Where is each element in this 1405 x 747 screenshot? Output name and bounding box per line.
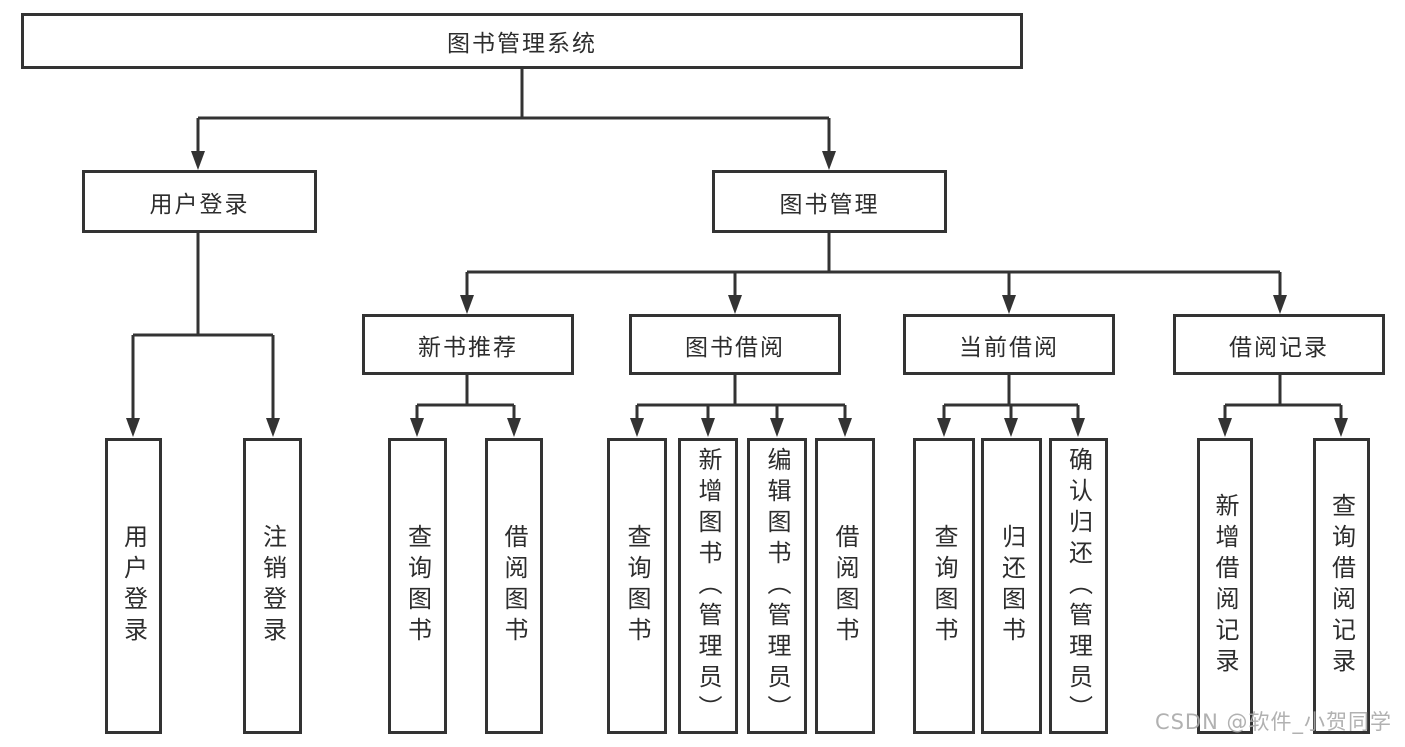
leaf-records-add-record-label: 新增借阅记录: [1211, 493, 1239, 679]
node-current-borrow-label: 当前借阅: [959, 334, 1059, 361]
node-borrow-records: 借阅记录: [1173, 314, 1385, 375]
leaf-user-login: 用户登录: [105, 438, 162, 734]
leaf-newbook-borrow-books: 借阅图书: [485, 438, 543, 734]
node-root: 图书管理系统: [21, 13, 1023, 69]
leaf-records-add-record: 新增借阅记录: [1197, 438, 1253, 734]
leaf-logout-label: 注销登录: [258, 524, 287, 648]
leaf-current-return-books: 归还图书: [981, 438, 1042, 734]
leaf-borrow-add-books-admin: 新增图书（管理员）: [678, 438, 738, 734]
leaf-user-login-label: 用户登录: [119, 524, 148, 648]
leaf-records-query-record: 查询借阅记录: [1313, 438, 1370, 734]
node-new-book-recommend: 新书推荐: [362, 314, 574, 375]
leaf-logout: 注销登录: [243, 438, 302, 734]
node-new-book-recommend-label: 新书推荐: [418, 334, 518, 361]
leaf-borrow-borrow-books: 借阅图书: [815, 438, 875, 734]
leaf-current-query-books-label: 查询图书: [930, 524, 958, 648]
node-root-label: 图书管理系统: [447, 31, 597, 57]
leaf-borrow-edit-books-admin-label: 编辑图书（管理员）: [763, 446, 791, 726]
leaf-records-query-record-label: 查询借阅记录: [1327, 493, 1356, 679]
node-book-management: 图书管理: [712, 170, 947, 233]
leaf-current-query-books: 查询图书: [913, 438, 975, 734]
leaf-current-confirm-return-admin: 确认归还（管理员）: [1049, 438, 1108, 734]
node-current-borrow: 当前借阅: [903, 314, 1115, 375]
leaf-borrow-query-books: 查询图书: [607, 438, 667, 734]
leaf-borrow-borrow-books-label: 借阅图书: [831, 524, 859, 648]
node-user-login-label: 用户登录: [149, 191, 250, 218]
leaf-borrow-add-books-admin-label: 新增图书（管理员）: [694, 446, 722, 726]
node-borrow-records-label: 借阅记录: [1229, 334, 1329, 361]
leaf-newbook-query-books-label: 查询图书: [403, 524, 432, 648]
node-book-borrow-label: 图书借阅: [685, 334, 785, 361]
leaf-borrow-query-books-label: 查询图书: [623, 524, 651, 648]
node-user-login: 用户登录: [82, 170, 317, 233]
leaf-newbook-borrow-books-label: 借阅图书: [500, 524, 528, 648]
csdn-watermark: CSDN @软件_小贺同学: [1154, 710, 1392, 734]
leaf-current-return-books-label: 归还图书: [997, 524, 1026, 648]
leaf-current-confirm-return-admin-label: 确认归还（管理员）: [1064, 446, 1093, 726]
leaf-newbook-query-books: 查询图书: [388, 438, 447, 734]
node-book-borrow: 图书借阅: [629, 314, 841, 375]
leaf-borrow-edit-books-admin: 编辑图书（管理员）: [747, 438, 807, 734]
node-book-management-label: 图书管理: [779, 191, 880, 218]
